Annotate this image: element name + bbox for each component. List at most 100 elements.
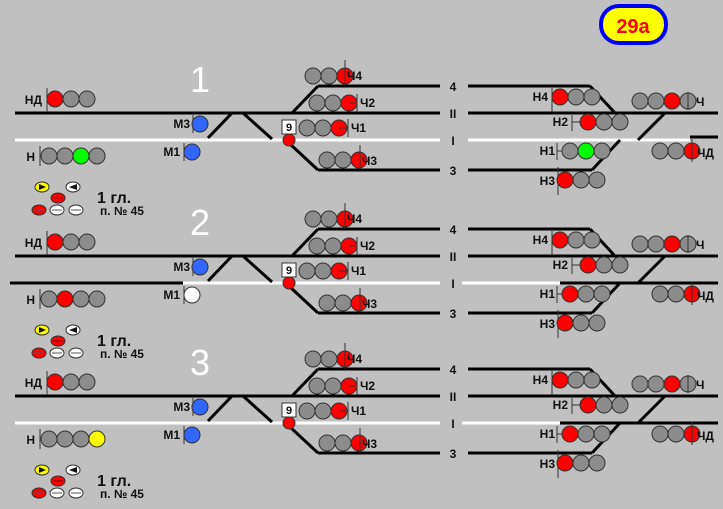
- signal-N3-lamp: [588, 314, 606, 332]
- badge-oval: [599, 4, 668, 45]
- signal-label-M1: М1: [163, 288, 180, 302]
- track-label: I: [451, 417, 454, 431]
- track-label: II: [450, 390, 457, 404]
- signal-N2-lamp: [579, 113, 597, 131]
- signal-label-M3: М3: [173, 117, 190, 131]
- signal-CH1-lamp: [314, 262, 332, 280]
- signal-N3-lamp: [556, 314, 574, 332]
- track-label: 4: [450, 223, 457, 237]
- switch-track-3: [288, 425, 320, 455]
- signal-N1-lamp: [577, 285, 595, 303]
- signal-label-N3: Н3: [540, 317, 556, 331]
- signal-N-lamp: [56, 430, 74, 448]
- signal-N1-lamp: [561, 285, 579, 303]
- signal-label-N1: Н1: [540, 144, 556, 158]
- signal-CHD-lamp: [667, 285, 685, 303]
- signal-M3-lamp: [191, 398, 209, 416]
- signal-label-ND: НД: [25, 93, 43, 107]
- signal-N2-lamp: [611, 113, 629, 131]
- signal-CHD-lamp: [667, 425, 685, 443]
- route-legend: 1 гл.п. № 45: [31, 181, 144, 218]
- signal-label-N4: Н4: [533, 233, 549, 247]
- signal-label-CH2: Ч2: [360, 379, 375, 393]
- signal-N3-lamp: [572, 314, 590, 332]
- signal-label-CHD: ЧД: [697, 429, 714, 443]
- signal-label-N2: Н2: [553, 115, 569, 129]
- badge-label: 29a: [616, 16, 650, 38]
- signal-label-N: Н: [26, 150, 35, 164]
- crossover-left: [241, 254, 274, 284]
- legend-title: 1 гл.: [97, 473, 131, 490]
- signal-label-CH1: Ч1: [351, 264, 366, 278]
- signal-CH-lamp: [647, 92, 665, 110]
- signal-CH1-lamp: [298, 402, 316, 420]
- legend-subtitle: п. № 45: [100, 487, 144, 501]
- signal-label-N3: Н3: [540, 174, 556, 188]
- legend-arrow-glyph: [39, 467, 46, 473]
- signal-label-CH: Ч: [696, 238, 704, 252]
- signal-M1-lamp: [183, 286, 201, 304]
- signal-label-CH3: Ч3: [362, 437, 377, 451]
- signal-N1-lamp: [577, 425, 595, 443]
- signal-CH2-lamp: [308, 377, 326, 395]
- legend-arrow-glyph: [69, 467, 77, 473]
- signal-CH-lamp: [663, 235, 681, 253]
- signal-CH3-lamp: [350, 434, 368, 452]
- crossover-M3: [206, 394, 234, 423]
- signal-N2-lamp: [595, 396, 613, 414]
- signal-M3-lamp: [191, 115, 209, 133]
- signal-CH-lamp: [631, 235, 649, 253]
- panel-number: 2: [190, 202, 210, 243]
- signal-CH-lamp: [647, 235, 665, 253]
- signal-label-CH1: Ч1: [351, 404, 366, 418]
- legend-title: 1 гл.: [97, 190, 131, 207]
- switch-9-lamp: [282, 276, 296, 290]
- signal-label-M1: М1: [163, 428, 180, 442]
- signal-CH1-lamp: [298, 119, 316, 137]
- signal-CH1-lamp: [298, 262, 316, 280]
- signal-CHD-lamp: [651, 425, 669, 443]
- signal-label-CH1: Ч1: [351, 121, 366, 135]
- signal-N4-lamp: [583, 88, 601, 106]
- signal-ND-lamp: [62, 90, 80, 108]
- signal-CH1-lamp: [314, 119, 332, 137]
- switch-9-label: 9: [286, 265, 292, 277]
- signal-ND-lamp: [46, 373, 64, 391]
- signal-CHD-lamp: [667, 142, 685, 160]
- route-legend: 1 гл.п. № 45: [31, 464, 144, 501]
- signal-label-N2: Н2: [553, 258, 569, 272]
- legend-arrow-glyph: [69, 184, 77, 190]
- signal-N3-lamp: [588, 454, 606, 472]
- legend-title: 1 гл.: [97, 333, 131, 350]
- switch-track-4: [290, 227, 320, 258]
- signal-N3-lamp: [588, 171, 606, 189]
- signal-ND-lamp: [78, 90, 96, 108]
- switch-9-lamp: [282, 133, 296, 147]
- signal-N2-lamp: [595, 256, 613, 274]
- track-label: II: [450, 107, 457, 121]
- legend-subtitle: п. № 45: [100, 347, 144, 361]
- signal-label-M3: М3: [173, 260, 190, 274]
- signal-CH3-lamp: [350, 151, 368, 169]
- signal-N1-lamp: [561, 142, 579, 160]
- signal-ND-lamp: [46, 90, 64, 108]
- switch-track-3: [288, 142, 320, 172]
- switch-9-label: 9: [286, 405, 292, 417]
- signal-label-M3: М3: [173, 400, 190, 414]
- signal-CH-lamp: [631, 375, 649, 393]
- signal-N4-lamp: [551, 88, 569, 106]
- signal-label-N: Н: [26, 433, 35, 447]
- signal-N2-lamp: [579, 396, 597, 414]
- signal-N1-lamp: [593, 425, 611, 443]
- signal-N4-lamp: [583, 371, 601, 389]
- legend-arrow-glyph: [69, 327, 77, 333]
- signal-label-N1: Н1: [540, 287, 556, 301]
- signal-CH4-lamp: [304, 350, 322, 368]
- signal-M1-lamp: [183, 143, 201, 161]
- signal-N3-lamp: [556, 171, 574, 189]
- signal-CH2-lamp: [324, 237, 342, 255]
- signal-label-N2: Н2: [553, 398, 569, 412]
